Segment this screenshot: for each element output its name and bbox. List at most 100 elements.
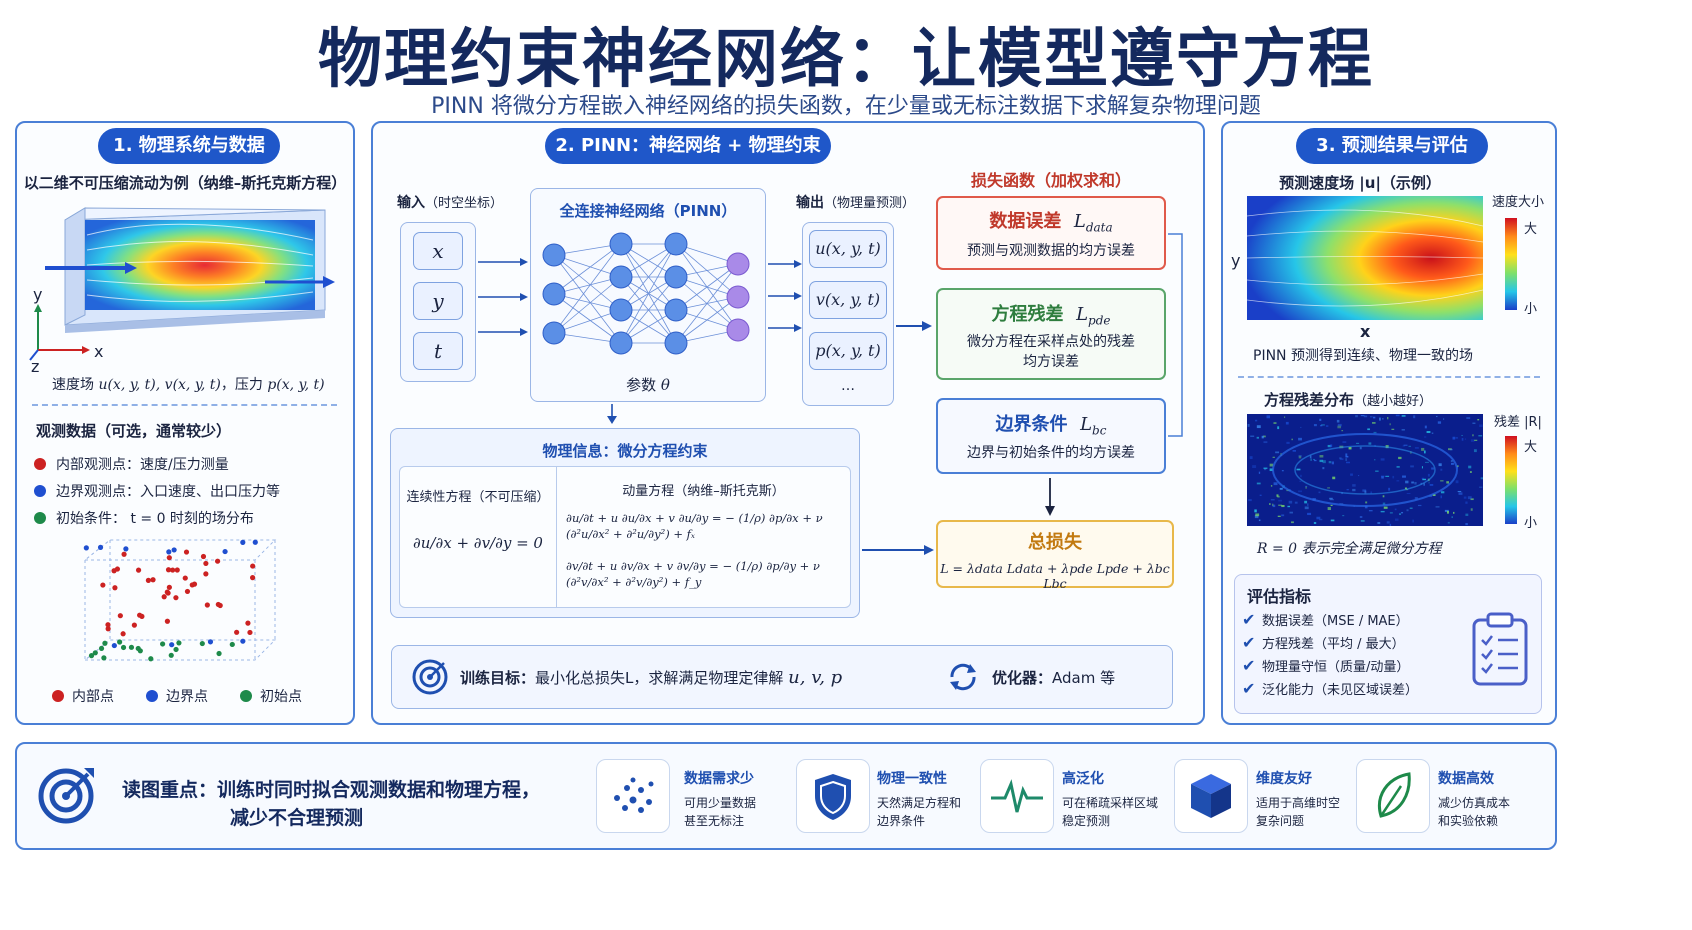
residual-speck: [1422, 478, 1427, 481]
sample-point: [97, 544, 104, 550]
flow-channel-3d: [45, 207, 335, 333]
residual-speck: [1298, 437, 1302, 441]
network-node: [664, 331, 688, 355]
sample-point: [240, 638, 246, 644]
residual-speck: [1412, 519, 1414, 523]
residual-speck: [1289, 511, 1293, 514]
residual-speck: [1438, 463, 1442, 467]
obs-dot-blue: [34, 484, 46, 497]
residual-speck: [1270, 484, 1273, 487]
residual-speck: [1427, 473, 1430, 477]
residual-speck: [1270, 499, 1275, 501]
residual-speck: [1346, 461, 1350, 464]
residual-speck: [1279, 487, 1283, 490]
panel1-example: 以二维不可压缩流动为例（纳维–斯托克斯方程）: [23, 174, 347, 192]
residual-speck: [1457, 490, 1462, 493]
sample-point: [160, 641, 166, 647]
residual-speck: [1451, 516, 1453, 518]
residual-speck: [1362, 489, 1367, 492]
residual-speck: [1327, 507, 1331, 511]
residual-speck: [1432, 493, 1436, 496]
residual-speck: [1435, 506, 1440, 508]
residual-speck: [1327, 487, 1330, 489]
residual-speck: [1259, 494, 1262, 496]
network-node: [726, 318, 750, 342]
sample-point: [166, 555, 172, 561]
sample-point: [250, 563, 256, 569]
residual-speck: [1356, 442, 1360, 444]
residual-speck: [1464, 438, 1467, 440]
sample-point: [173, 595, 179, 601]
residual-speck: [1363, 415, 1368, 418]
sample-point: [170, 567, 176, 573]
residual-speck: [1399, 513, 1401, 515]
residual-speck: [1373, 416, 1376, 419]
residual-speck: [1405, 480, 1409, 484]
scatter-dots-icon: [614, 777, 654, 813]
output-title: 输出（物理量预测）: [796, 195, 916, 211]
eval-box: [1234, 574, 1542, 714]
residual-speck: [1337, 423, 1342, 427]
residual-speck: [1473, 449, 1477, 453]
sample-point: [161, 594, 167, 600]
loss-card-data: [936, 196, 1166, 270]
residual-speck: [1281, 514, 1285, 517]
residual-speck: [1391, 428, 1395, 430]
sample-point: [100, 582, 106, 588]
residual-speck: [1465, 513, 1469, 517]
residual-speck: [1262, 435, 1266, 438]
residual-speck: [1304, 500, 1308, 504]
output-p: p(x, y, t): [809, 332, 887, 370]
sample-point: [137, 612, 143, 618]
sample-point: [98, 645, 105, 652]
residual-speck: [1269, 463, 1274, 467]
residual-heading: 方程残差分布（越小越好）: [1264, 391, 1433, 409]
sample-points-cube: [83, 539, 277, 662]
residual-speck: [1278, 499, 1283, 502]
sample-point: [88, 653, 95, 659]
residual-speck: [1258, 471, 1261, 474]
residual-speck: [1470, 498, 1474, 501]
residual-speck: [1322, 467, 1325, 470]
residual-speck: [1249, 456, 1253, 460]
residual-speck: [1319, 455, 1324, 458]
colorbar1-low: 小: [1524, 302, 1538, 317]
continuity-equation: ∂u/∂x + ∂v/∂y = 0: [413, 534, 543, 552]
colorbar1-title: 速度大小: [1492, 195, 1545, 210]
residual-speck: [1360, 415, 1365, 417]
residual-speck: [1307, 512, 1312, 516]
feature-icon-card-1: [596, 759, 670, 833]
residual-speck: [1479, 486, 1483, 488]
residual-speck: [1423, 483, 1425, 486]
residual-speck: [1401, 429, 1405, 431]
loss-bracket: [1168, 233, 1183, 437]
check-icon: ✔: [1242, 656, 1256, 675]
physics-title: 物理信息：微分方程约束: [542, 442, 708, 460]
sample-point: [184, 588, 191, 595]
residual-speck: [1440, 468, 1443, 471]
training-bar: [391, 645, 1173, 709]
pred-title: 预测速度场 |u|（示例）: [1279, 174, 1441, 192]
residual-speck: [1386, 521, 1390, 524]
residual-speck: [1375, 470, 1379, 472]
residual-speck: [1431, 467, 1435, 470]
residual-speck: [1446, 481, 1449, 484]
residual-speck: [1406, 509, 1409, 512]
sample-point: [165, 567, 172, 573]
axes-icon: [29, 304, 90, 361]
residual-speck: [1474, 439, 1478, 441]
axis-x-label: x: [94, 342, 104, 361]
sample-point: [121, 551, 127, 557]
residual-speck: [1254, 515, 1259, 519]
residual-speck: [1408, 445, 1411, 448]
residual-speck: [1446, 511, 1449, 514]
sample-point: [250, 575, 256, 581]
residual-speck: [1449, 448, 1453, 451]
residual-speck: [1313, 424, 1317, 427]
residual-speck: [1431, 432, 1434, 434]
residual-speck: [1327, 444, 1332, 448]
residual-speck: [1320, 424, 1323, 427]
network-edge: [675, 263, 739, 344]
residual-speck: [1414, 497, 1418, 500]
residual-speck: [1472, 422, 1476, 424]
